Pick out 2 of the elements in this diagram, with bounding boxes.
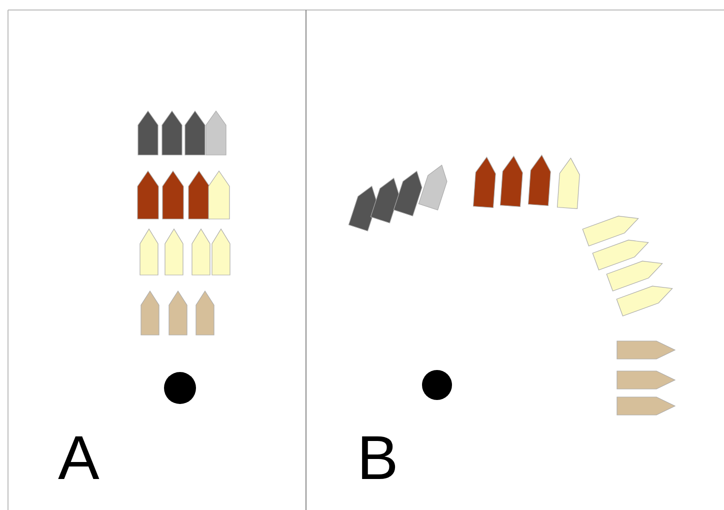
panel-label: B bbox=[357, 428, 398, 490]
panel-label: A bbox=[58, 428, 100, 490]
